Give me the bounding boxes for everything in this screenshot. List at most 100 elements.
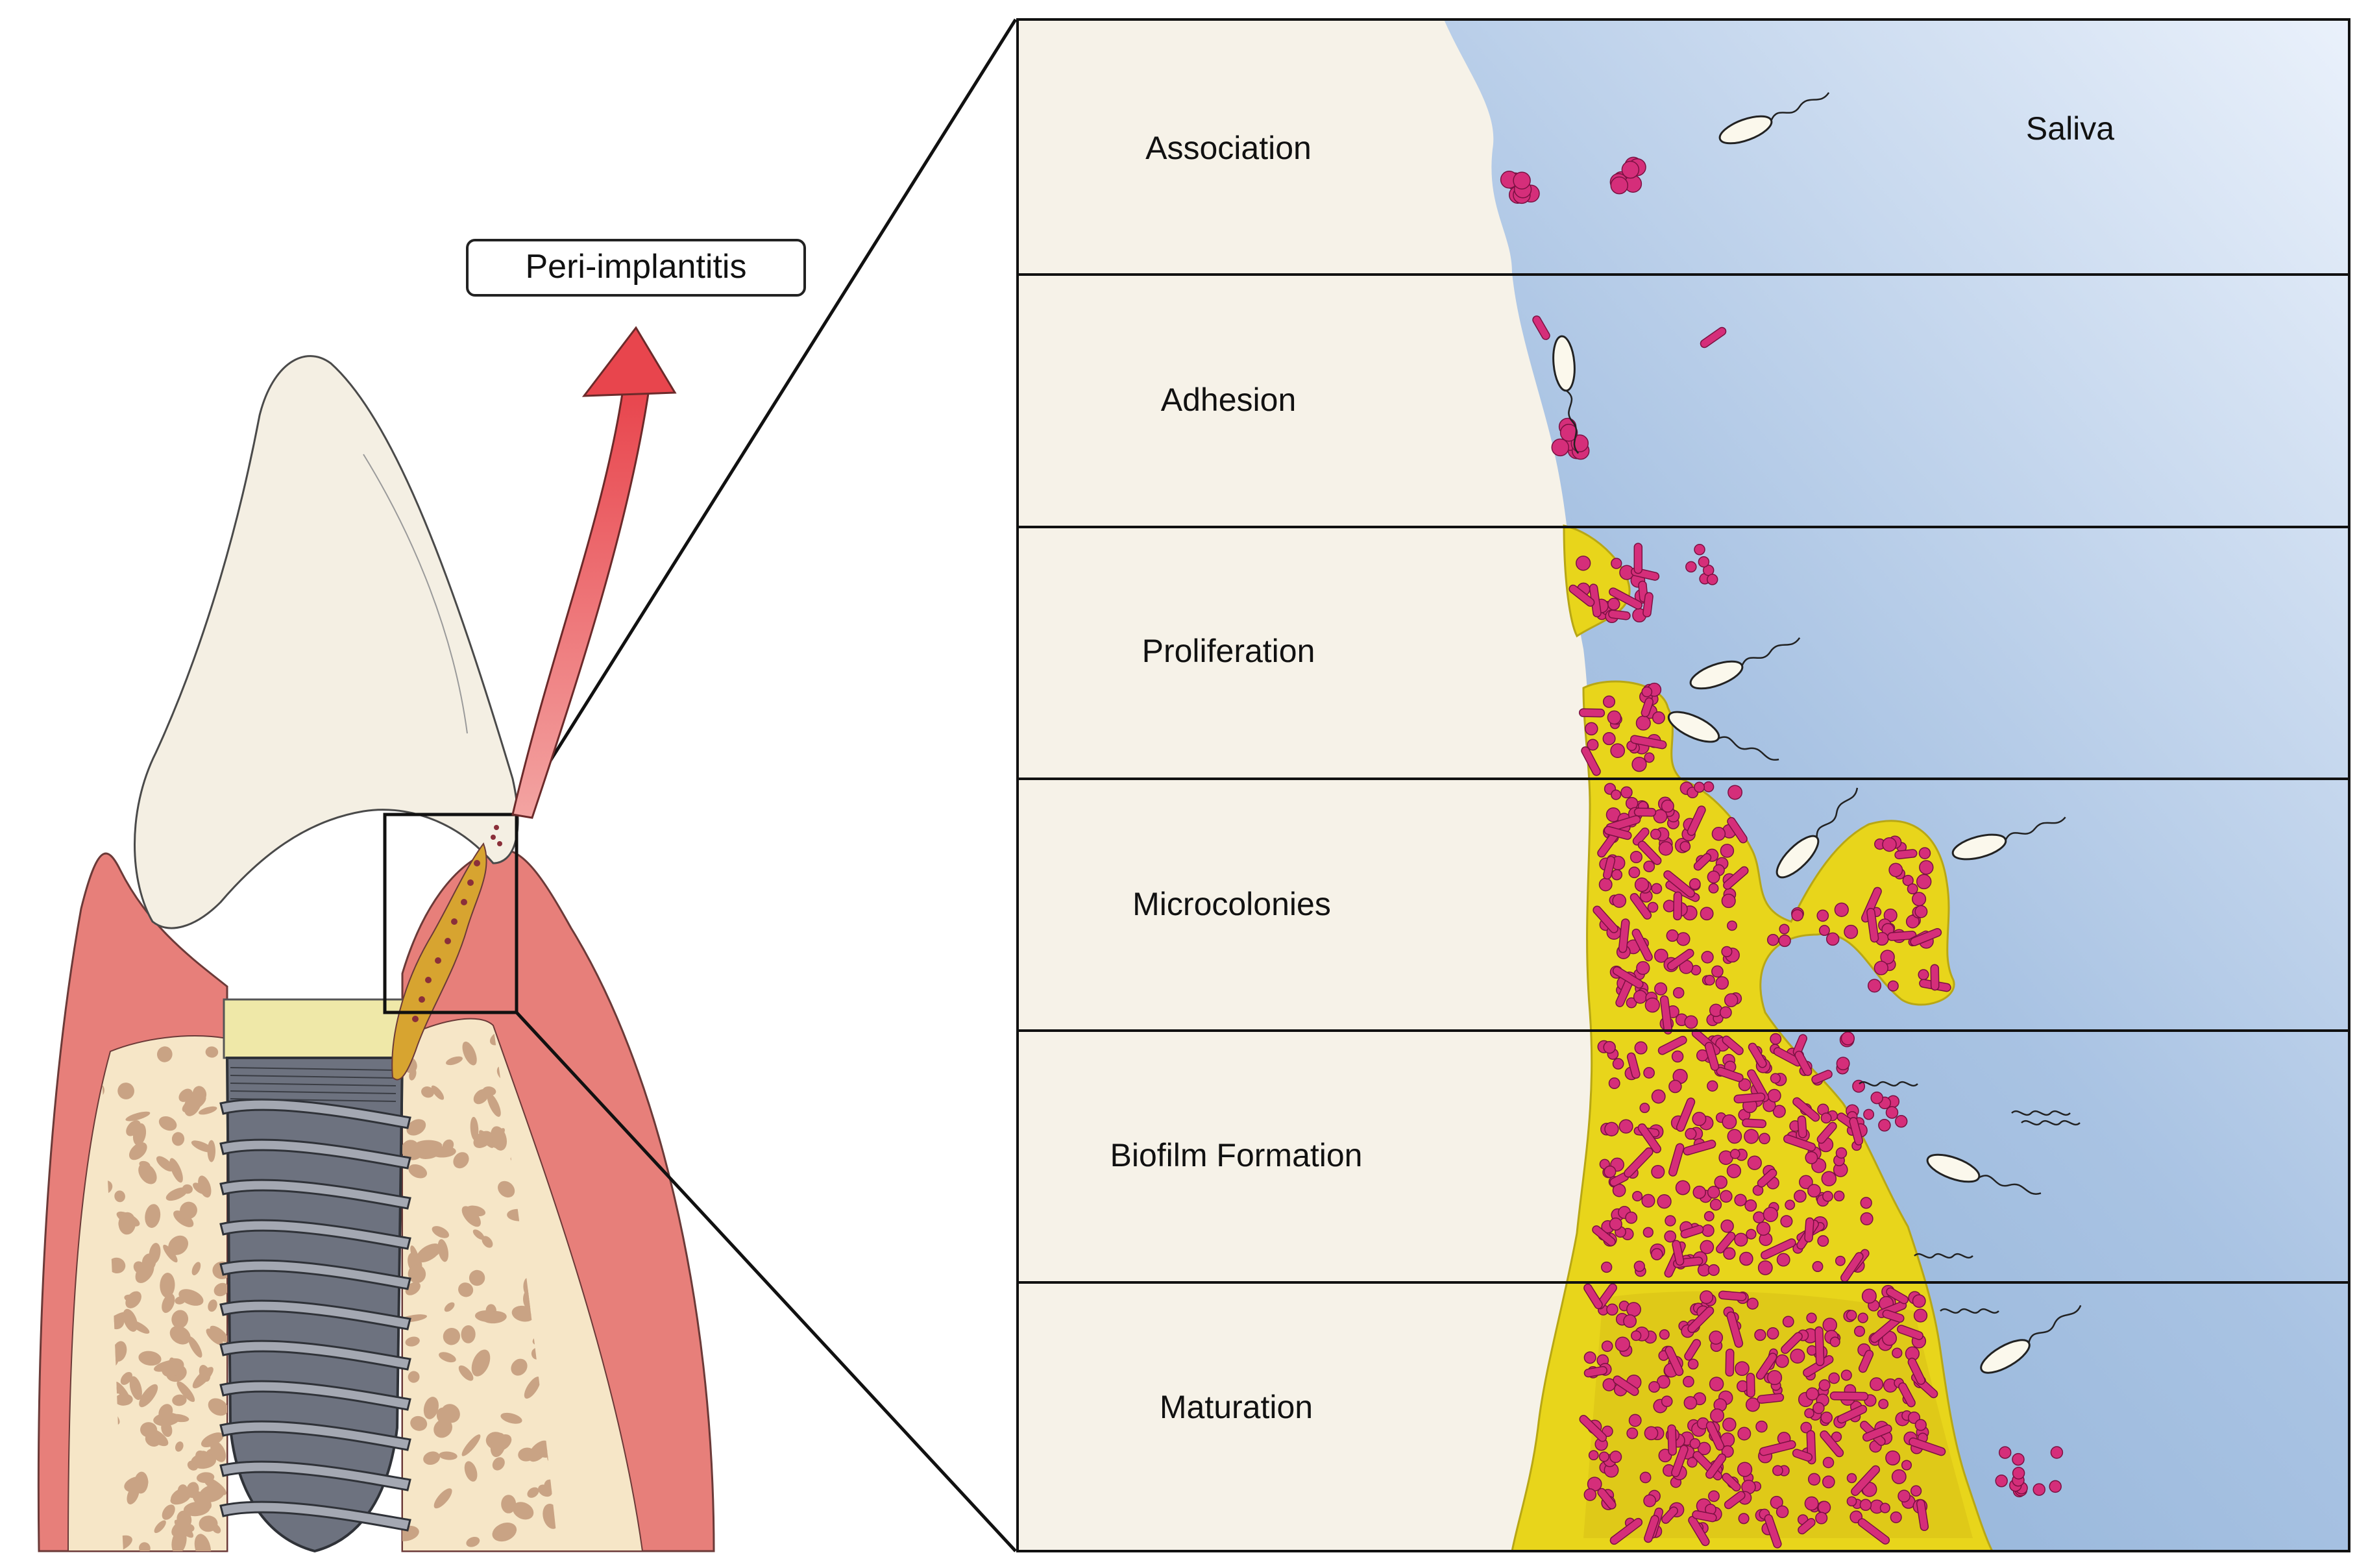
coccus-bacterium xyxy=(1653,809,1668,824)
coccus-bacterium xyxy=(1799,1175,1813,1190)
bone-pore xyxy=(408,1264,426,1284)
coccus-bacterium xyxy=(1820,1411,1833,1424)
bone-pore xyxy=(112,1341,127,1362)
bone-pore xyxy=(160,1273,175,1298)
rod-bacterium xyxy=(1597,1488,1617,1510)
implant-collar-line xyxy=(230,1090,397,1094)
coccus-bacterium xyxy=(1603,1041,1616,1054)
bone-pore xyxy=(161,1421,173,1438)
coccus-bacterium xyxy=(1776,1253,1790,1267)
zoom-connector-bottom xyxy=(515,1011,1017,1552)
coccus-bacterium xyxy=(1807,1473,1821,1486)
flagellated-bacterium xyxy=(1667,711,1779,761)
bone-pore xyxy=(208,1398,227,1416)
bone-pore xyxy=(444,1302,455,1312)
coccus-bacterium xyxy=(1587,739,1599,751)
bone-pore xyxy=(512,1502,534,1520)
biofilm-panel xyxy=(1019,19,2349,1551)
coccus-bacterium xyxy=(1612,1058,1624,1070)
implant-thread xyxy=(219,1460,411,1491)
rod-bacterium xyxy=(1578,708,1605,718)
coccus-bacterium xyxy=(1834,902,1849,917)
coccus-bacterium xyxy=(1914,1419,1927,1431)
bone-pore xyxy=(511,1358,528,1376)
coccus-bacterium xyxy=(1890,1511,1902,1523)
coccus-bacterium xyxy=(1652,711,1665,724)
spirochete xyxy=(1859,1081,1918,1087)
rod-bacterium xyxy=(1644,1515,1659,1543)
bone-pore xyxy=(180,1201,197,1219)
coccus-bacterium xyxy=(1644,997,1660,1013)
rod-bacterium xyxy=(1693,853,1712,871)
rod-bacterium xyxy=(1716,1231,1736,1254)
coccus-bacterium xyxy=(1687,1457,1698,1468)
coccus-bacterium xyxy=(1710,1408,1724,1423)
coccus-bacterium xyxy=(2049,1480,2062,1493)
bone-pore xyxy=(408,1164,428,1179)
coccus-bacterium xyxy=(1722,1114,1737,1129)
stage-label-microcolonies: Microcolonies xyxy=(1132,886,1331,922)
bone-pore xyxy=(192,1367,214,1389)
coccus-bacterium xyxy=(1648,1380,1661,1393)
coccus-bacterium xyxy=(1672,986,1685,999)
bone-pore xyxy=(402,1525,419,1541)
bone-pore xyxy=(408,1371,420,1383)
implant-thread xyxy=(219,1138,411,1170)
bone-pore xyxy=(191,1140,214,1153)
bone-pore xyxy=(487,1093,501,1117)
rod-bacterium xyxy=(1579,1415,1607,1442)
coccus-bacterium xyxy=(1709,1377,1724,1391)
rod-bacterium xyxy=(1857,1518,1890,1545)
abutment xyxy=(223,998,410,1059)
bone-pore xyxy=(130,1320,150,1334)
rod-bacterium xyxy=(1725,1348,1735,1377)
coccus-bacterium xyxy=(1692,1185,1706,1199)
coccus-bacterium xyxy=(1610,176,1629,195)
rod-bacterium xyxy=(1632,827,1650,846)
coccus-bacterium xyxy=(1910,1485,1922,1497)
bone-pore xyxy=(117,1083,134,1099)
coccus-bacterium xyxy=(1745,1397,1761,1412)
rod-bacterium xyxy=(1583,1283,1603,1310)
bone-pore xyxy=(125,1111,151,1121)
bone-pore xyxy=(466,1205,486,1217)
coccus-bacterium xyxy=(1846,1496,1857,1507)
coccus-bacterium xyxy=(1804,1496,1819,1511)
coccus-bacterium xyxy=(1800,1421,1813,1434)
bone-pore xyxy=(443,1327,461,1345)
bone-pore xyxy=(473,1088,489,1105)
coccus-bacterium xyxy=(1727,785,1743,800)
bone-pore xyxy=(469,1269,485,1286)
coccus-bacterium xyxy=(1632,1191,1643,1202)
rod-bacterium xyxy=(1687,805,1706,836)
coccus-bacterium xyxy=(1611,789,1622,800)
coccus-bacterium xyxy=(1668,1079,1682,1094)
coccus-bacterium xyxy=(1794,1190,1807,1203)
coccus-bacterium xyxy=(1664,1230,1677,1243)
coccus-bacterium xyxy=(1853,1325,1866,1337)
bone-pore xyxy=(518,1447,535,1462)
bone-pore xyxy=(156,1046,173,1062)
pocket-bacteria xyxy=(412,825,502,1022)
bone-pore xyxy=(188,1336,202,1358)
implant-collar-line xyxy=(230,1067,397,1071)
bone-pore xyxy=(158,1404,173,1421)
coccus-bacterium xyxy=(1806,1312,1817,1323)
coccus-bacterium xyxy=(1683,1376,1694,1388)
coccus-bacterium xyxy=(1643,1067,1655,1079)
coccus-bacterium xyxy=(1654,982,1668,996)
coccus-bacterium xyxy=(1657,1194,1672,1209)
coccus-bacterium xyxy=(2050,1446,2064,1459)
coccus-bacterium xyxy=(1620,786,1633,799)
coccus-bacterium xyxy=(1729,1149,1740,1159)
bone-pore xyxy=(462,1041,477,1066)
coccus-bacterium xyxy=(1767,1088,1781,1103)
coccus-bacterium xyxy=(1679,840,1691,852)
rod-bacterium xyxy=(1783,1134,1816,1152)
coccus-bacterium xyxy=(1651,1089,1666,1104)
coccus-bacterium xyxy=(1685,561,1697,573)
coccus-bacterium xyxy=(1661,799,1674,813)
coccus-bacterium xyxy=(1870,1377,1884,1391)
rod-bacterium xyxy=(1671,1445,1689,1478)
coccus-bacterium xyxy=(1684,1015,1698,1029)
